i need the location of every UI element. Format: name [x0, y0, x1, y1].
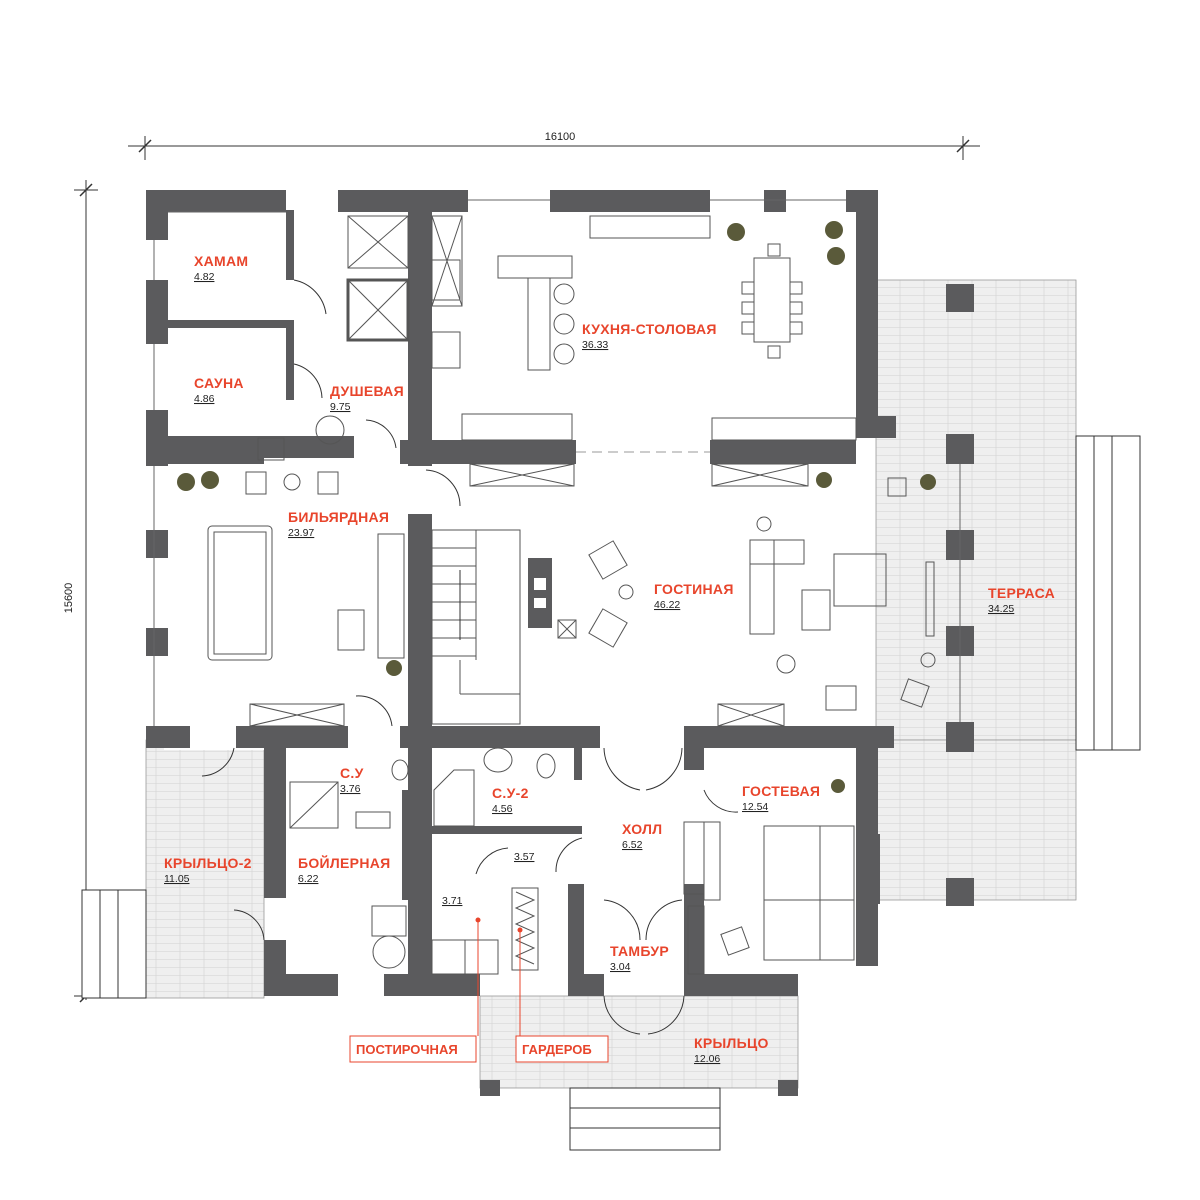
room-area-boiler: 6.22 [298, 873, 319, 885]
room-area-terrace: 34.25 [988, 603, 1014, 615]
porch2-deck [145, 739, 265, 999]
room-name-hamam: ХАМАМ [194, 253, 248, 269]
room-area-kitchen: 36.33 [582, 339, 608, 351]
room-area-porch: 12.06 [694, 1053, 720, 1065]
room-name-hall: ХОЛЛ [622, 821, 662, 837]
room-area-hamam: 4.82 [194, 271, 215, 283]
room-area-laundry: 3.71 [442, 895, 463, 907]
room-name-shower: ДУШЕВАЯ [330, 383, 404, 399]
callouts: ПОСТИРОЧНАЯ ГАРДЕРОБ [349, 917, 609, 1063]
room-area-porch2: 11.05 [164, 873, 190, 885]
room-area-sauna: 4.86 [194, 393, 215, 405]
door-swings [201, 279, 739, 1035]
room-name-kitchen: КУХНЯ-СТОЛОВАЯ [582, 321, 717, 337]
room-area-guest: 12.54 [742, 801, 768, 813]
room-area-wardrobe: 3.57 [514, 851, 535, 863]
room-name-boiler: БОЙЛЕРНАЯ [298, 854, 391, 871]
terrace-deck [875, 279, 1077, 741]
room-area-billiard: 23.97 [288, 527, 314, 539]
room-name-wc: С.У [340, 765, 364, 781]
room-name-vestibule: ТАМБУР [610, 943, 669, 959]
room-name-sauna: САУНА [194, 375, 244, 391]
room-name-porch2: КРЫЛЬЦО-2 [164, 855, 252, 871]
width-dimension: 16100 [545, 131, 576, 143]
room-area-shower: 9.75 [330, 401, 351, 413]
callout-laundry: ПОСТИРОЧНАЯ [356, 1042, 458, 1057]
room-area-vestibule: 3.04 [610, 961, 631, 973]
room-area-living: 46.22 [654, 599, 680, 611]
room-name-billiard: БИЛЬЯРДНАЯ [288, 509, 389, 525]
room-area-hall: 6.52 [622, 839, 643, 851]
windows [153, 199, 961, 726]
room-name-wc2: С.У-2 [492, 785, 529, 801]
room-name-living: ГОСТИНАЯ [654, 581, 734, 597]
terrace-deck-lower [875, 739, 1077, 901]
walls [146, 190, 974, 1096]
room-area-wc2: 4.56 [492, 803, 513, 815]
room-name-porch: КРЫЛЬЦО [694, 1035, 769, 1051]
room-name-terrace: ТЕРРАСА [988, 585, 1055, 601]
room-name-guest: ГОСТЕВАЯ [742, 783, 820, 799]
furniture [207, 215, 936, 975]
room-area-wc: 3.76 [340, 783, 361, 795]
room-labels: ХАМАМ 4.82 САУНА 4.86 ДУШЕВАЯ 9.75 КУХНЯ… [164, 253, 1055, 1065]
callout-wardrobe: ГАРДЕРОБ [522, 1042, 592, 1057]
exterior-decks [81, 279, 1141, 1151]
plants [177, 221, 936, 793]
height-dimension: 15600 [63, 583, 75, 614]
